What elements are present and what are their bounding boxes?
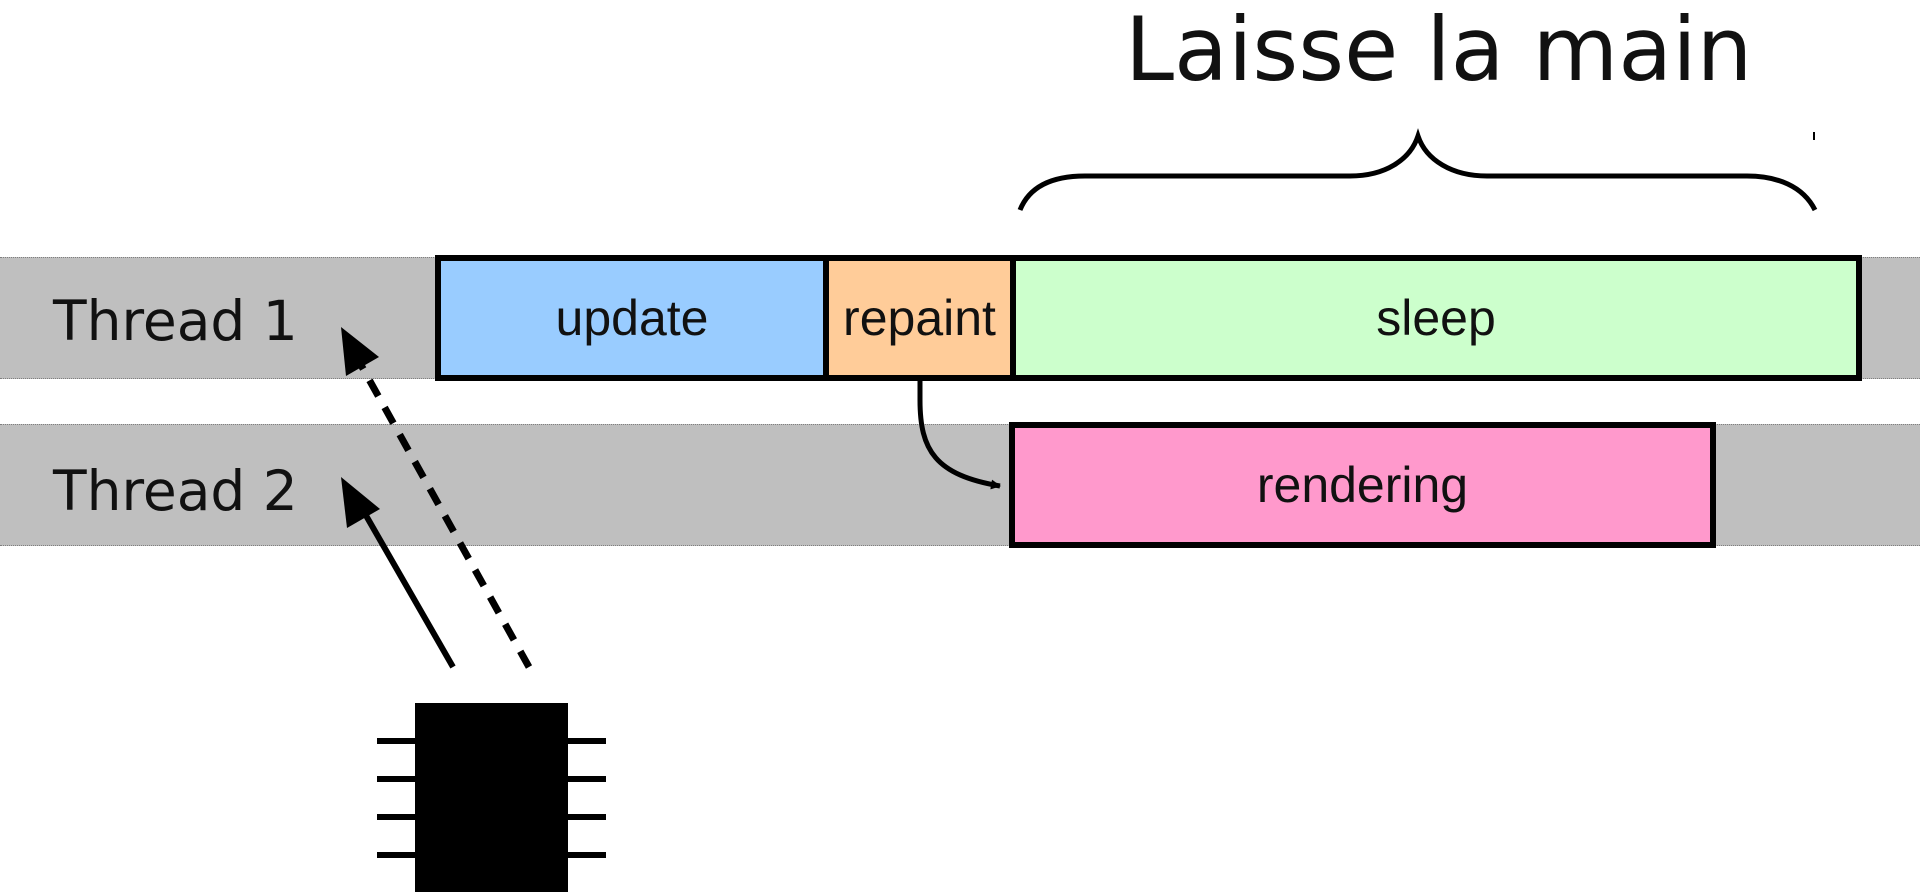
thread-2-label: Thread 2 xyxy=(53,459,298,523)
diagram-title: Laisse la main xyxy=(1125,0,1753,101)
thread-1-label: Thread 1 xyxy=(53,289,298,353)
update-block: update xyxy=(435,255,829,381)
cpu-chip-icon xyxy=(377,703,606,892)
rendering-block: rendering xyxy=(1009,422,1716,548)
sleep-block: sleep xyxy=(1010,255,1862,381)
brace-shape xyxy=(1017,128,1818,212)
repaint-block: repaint xyxy=(823,255,1016,381)
